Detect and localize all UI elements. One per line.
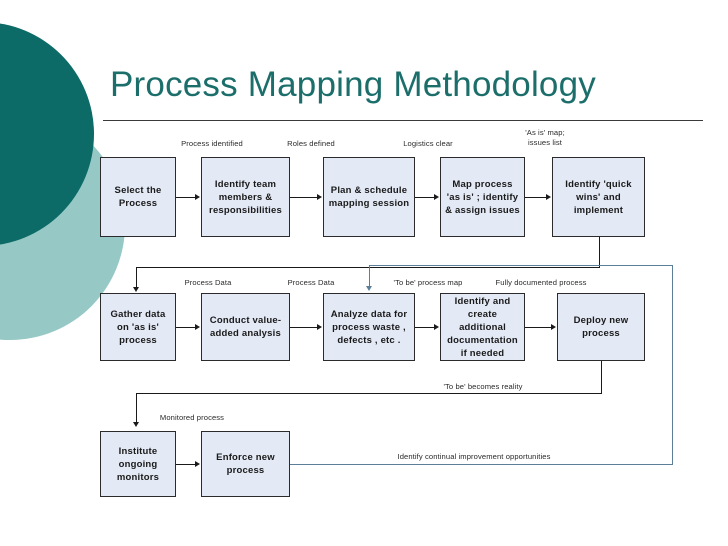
connector-wrap1-enter <box>136 267 137 288</box>
connector-label-process-identified: Process identified <box>181 139 243 148</box>
process-box-identify-team-members[interactable]: Identify team members & responsibilities <box>201 157 290 237</box>
arrow-r2-a <box>195 324 200 330</box>
box-label: Deploy new process <box>573 315 629 339</box>
arrow-r2-b <box>317 324 322 330</box>
box-label: Institute ongoing monitors <box>116 445 160 483</box>
box-label: Identify and create additional documenta… <box>447 295 518 359</box>
connector-label-as-is-map-line1: 'As is' map; <box>525 128 565 137</box>
process-box-map-process-as-is[interactable]: Map process 'as is' ; identify & assign … <box>440 157 525 237</box>
connector-r2-d <box>525 327 552 328</box>
connector-wrap2-down <box>601 361 602 393</box>
process-box-gather-data[interactable]: Gather data on 'as is' process <box>100 293 176 361</box>
feedback-line-enter <box>369 265 370 287</box>
connector-r2-a <box>176 327 196 328</box>
connector-label-to-be-process-map: 'To be' process map <box>393 278 463 287</box>
arrow-r1-b <box>317 194 322 200</box>
box-label: Plan & schedule mapping session <box>328 185 410 209</box>
connector-r3-a <box>176 464 196 465</box>
connector-label-to-be-becomes-reality: 'To be' becomes reality <box>443 382 523 391</box>
connector-label-continual-improvement: Identify continual improvement opportuni… <box>397 452 551 461</box>
feedback-line-bottom <box>290 464 672 465</box>
box-label: Enforce new process <box>216 452 275 476</box>
box-label: Conduct value-added analysis <box>209 315 282 339</box>
connector-label-roles-defined: Roles defined <box>287 139 335 148</box>
connector-r1-b <box>290 197 318 198</box>
process-box-identify-create-documentation[interactable]: Identify and create additional documenta… <box>440 293 525 361</box>
decorative-circle-dark <box>0 22 94 246</box>
feedback-line-top <box>369 265 673 266</box>
process-box-conduct-value-added-analysis[interactable]: Conduct value-added analysis <box>201 293 290 361</box>
connector-label-monitored-process: Monitored process <box>159 413 225 422</box>
connector-label-process-data-1: Process Data <box>184 278 232 287</box>
connector-wrap2-left <box>136 393 602 394</box>
arrow-r1-c <box>434 194 439 200</box>
connector-wrap1-down <box>599 237 600 267</box>
process-box-institute-ongoing-monitors[interactable]: Institute ongoing monitors <box>100 431 176 497</box>
process-box-identify-quick-wins[interactable]: Identify 'quick wins' and implement <box>552 157 645 237</box>
arrow-feedback <box>366 286 372 291</box>
box-label: Gather data on 'as is' process <box>110 308 166 346</box>
arrow-r1-d <box>546 194 551 200</box>
feedback-line-right <box>672 265 673 465</box>
connector-label-fully-documented-process: Fully documented process <box>495 278 587 287</box>
page-title: Process Mapping Methodology <box>110 65 596 104</box>
arrow-r2-c <box>434 324 439 330</box>
process-box-deploy-new-process[interactable]: Deploy new process <box>557 293 645 361</box>
box-label: Map process 'as is' ; identify & assign … <box>445 178 520 216</box>
process-box-plan-schedule-mapping-session[interactable]: Plan & schedule mapping session <box>323 157 415 237</box>
connector-label-as-is-map-line2: issues list <box>527 138 563 147</box>
connector-r1-d <box>525 197 547 198</box>
arrow-r3-a <box>195 461 200 467</box>
arrow-wrap1 <box>133 287 139 292</box>
box-label: Select the Process <box>114 185 162 209</box>
connector-wrap1-left <box>136 267 600 268</box>
box-label: Identify team members & responsibilities <box>209 178 282 216</box>
box-label: Identify 'quick wins' and implement <box>565 178 632 216</box>
connector-r1-a <box>176 197 196 198</box>
connector-r2-c <box>415 327 435 328</box>
box-label: Analyze data for process waste , defects… <box>330 308 408 346</box>
arrow-r1-a <box>195 194 200 200</box>
connector-r1-c <box>415 197 435 198</box>
arrow-r2-d <box>551 324 556 330</box>
process-box-analyze-data[interactable]: Analyze data for process waste , defects… <box>323 293 415 361</box>
connector-r2-b <box>290 327 318 328</box>
arrow-wrap2 <box>133 422 139 427</box>
connector-label-process-data-2: Process Data <box>287 278 335 287</box>
connector-wrap2-enter <box>136 393 137 423</box>
process-box-enforce-new-process[interactable]: Enforce new process <box>201 431 290 497</box>
connector-label-logistics-clear: Logistics clear <box>403 139 453 148</box>
title-divider <box>103 120 703 121</box>
process-box-select-the-process[interactable]: Select the Process <box>100 157 176 237</box>
